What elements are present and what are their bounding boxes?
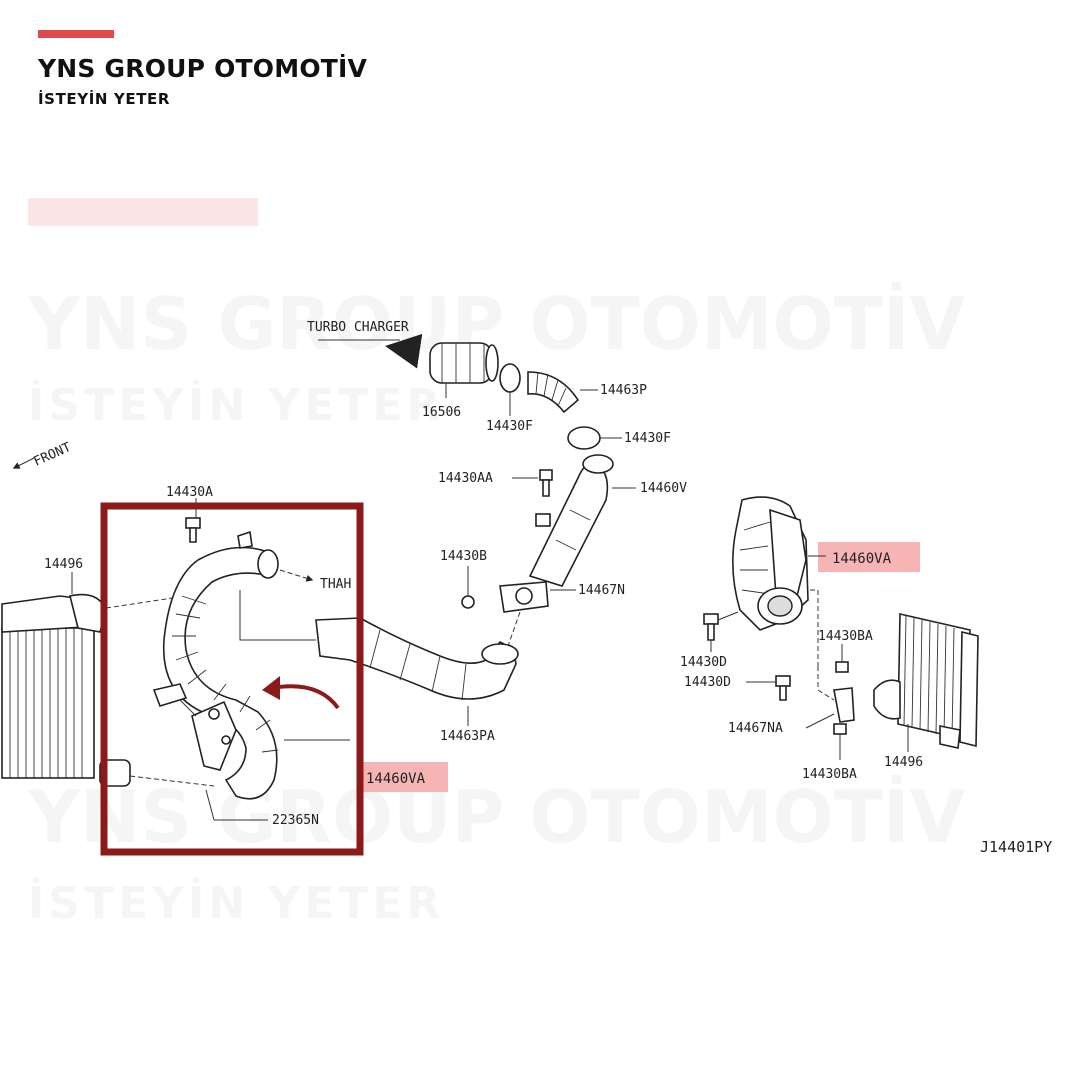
- pointer-arrow-head: [262, 676, 280, 700]
- part-22365n-sensor: [152, 683, 268, 821]
- label-14430d-a: 14430D: [680, 655, 727, 670]
- part-14496-intercooler-right: [873, 613, 979, 752]
- label-14463p: 14463P: [600, 383, 647, 398]
- part-16506-sensor: [429, 342, 499, 398]
- part-14430aa-bolt: [512, 469, 553, 497]
- part-14467na-bracket: [805, 666, 855, 729]
- diagram-code: J14401PY: [980, 838, 1052, 856]
- part-14430d-bolt-a: [703, 611, 739, 652]
- label-14460va-detail: 14460VA: [832, 551, 892, 567]
- label-22365n: 22365N: [272, 813, 319, 828]
- label-14467na: 14467NA: [728, 721, 783, 736]
- part-14430ba-bracket-a: [810, 589, 849, 673]
- label-turbo-charger: TURBO CHARGER: [307, 320, 409, 335]
- part-14467n-bracket: [499, 581, 576, 647]
- label-14430f-b: 14430F: [624, 431, 671, 446]
- highlight-frame: [100, 502, 364, 856]
- label-14496-right: 14496: [884, 755, 923, 770]
- part-14460va-detail-view: [732, 496, 826, 631]
- part-14463pa-hose: [315, 617, 519, 726]
- label-14430b: 14430B: [440, 549, 487, 564]
- part-14430f-clamp-top: [499, 363, 521, 416]
- part-14430f-clamp-middle: [567, 426, 622, 450]
- highlight-14460va-main: [362, 762, 448, 792]
- part-14430d-bolt-b: [746, 675, 791, 701]
- label-14460va-main: 14460VA: [366, 771, 426, 787]
- lead-to-hose-end: [239, 590, 316, 641]
- highlight-14460va-detail: [818, 542, 920, 572]
- turbo-charger-arrow: [318, 333, 423, 369]
- part-14430b-bolt: [461, 566, 475, 609]
- label-14430f-a: 14430F: [486, 419, 533, 434]
- part-14463p-hose: [527, 371, 598, 414]
- part-14460va-hose-main: [162, 530, 350, 800]
- part-hose-bracket: [191, 700, 237, 771]
- part-14430ba-bolt-b: [833, 723, 847, 760]
- faded-highlight-strip: [28, 198, 258, 226]
- label-14496-left: 14496: [44, 557, 83, 572]
- label-front: FRONT: [32, 440, 74, 470]
- label-14467n: 14467N: [578, 583, 625, 598]
- label-throttle: THAH: [320, 577, 351, 592]
- label-14463pa: 14463PA: [440, 729, 495, 744]
- label-14430d-b: 14430D: [684, 675, 731, 690]
- label-14430ba-a: 14430BA: [818, 629, 873, 644]
- brand-slogan: İSTEYİN YETER: [38, 90, 171, 108]
- brand-name: YNS GROUP OTOMOTİV: [38, 54, 368, 83]
- label-14460v: 14460V: [640, 481, 687, 496]
- brand-accent-bar: [38, 30, 114, 38]
- pointer-arrow: [271, 684, 340, 710]
- part-14496-intercooler-left: [1, 572, 131, 787]
- label-14430ba-b: 14430BA: [802, 767, 857, 782]
- label-14430a: 14430A: [166, 485, 213, 500]
- part-14460v-pipe: [528, 454, 636, 587]
- front-direction-arrow: [12, 457, 35, 469]
- dash-line-lower: [129, 775, 215, 787]
- label-14430aa: 14430AA: [438, 471, 493, 486]
- label-16506: 16506: [422, 405, 461, 420]
